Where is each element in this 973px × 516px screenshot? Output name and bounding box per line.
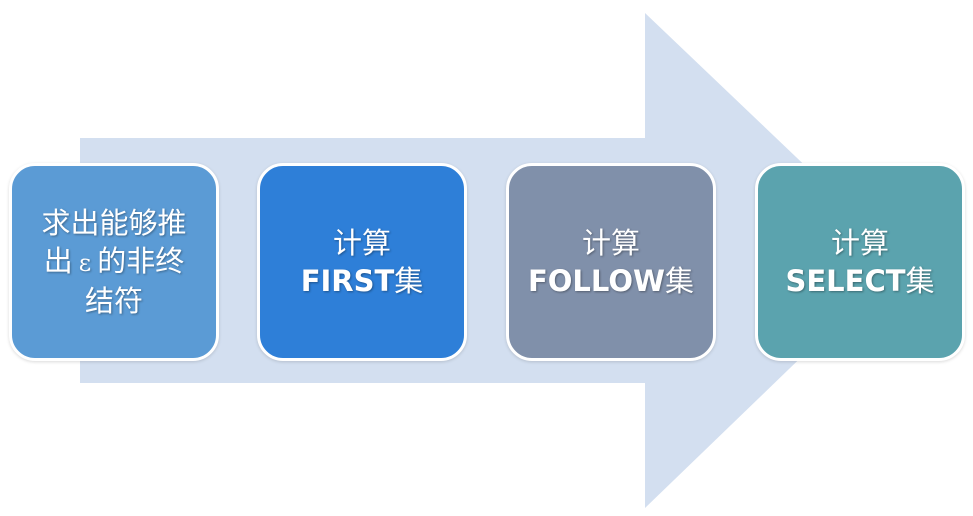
step-1-line-2-post: 的非终 bbox=[97, 244, 185, 278]
step-1-line-1: 求出能够推 bbox=[41, 206, 187, 240]
step-1-line-3: 结符 bbox=[84, 284, 143, 318]
step-3-line-1: 计算 bbox=[581, 226, 640, 260]
step-3-line-2: FOLLOW集 bbox=[528, 262, 694, 300]
epsilon-symbol: ε bbox=[78, 249, 92, 277]
step-4-term: SELECT bbox=[785, 264, 906, 298]
step-3-suffix: 集 bbox=[665, 264, 695, 298]
step-4-suffix: 集 bbox=[905, 264, 935, 298]
step-2-line-1: 计算 bbox=[332, 226, 391, 260]
step-2-box: 计算 FIRST集 bbox=[257, 163, 467, 361]
step-2-line-2: FIRST集 bbox=[301, 262, 424, 300]
step-4-line-2: SELECT集 bbox=[785, 262, 934, 300]
step-3-box: 计算 FOLLOW集 bbox=[506, 163, 716, 361]
step-2-suffix: 集 bbox=[394, 264, 424, 298]
step-1-line-2-pre: 出 bbox=[43, 244, 73, 278]
process-arrow-shape bbox=[80, 13, 903, 508]
step-2-term: FIRST bbox=[300, 264, 395, 298]
step-4-line-1: 计算 bbox=[830, 226, 889, 260]
step-4-box: 计算 SELECT集 bbox=[755, 163, 965, 361]
step-3-term: FOLLOW bbox=[527, 264, 665, 298]
